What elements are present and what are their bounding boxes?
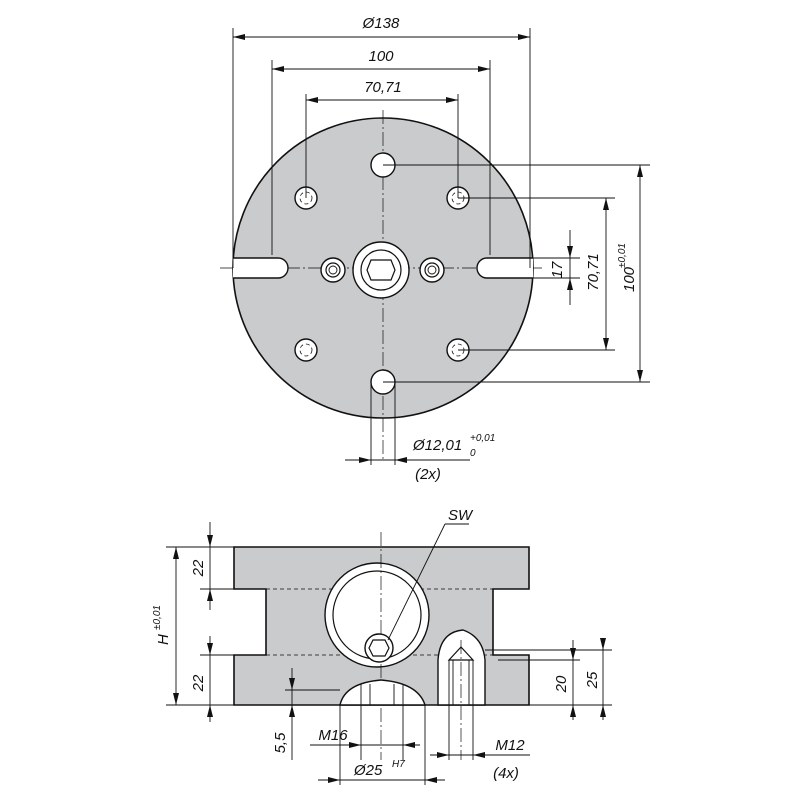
dim-top-step: 22 <box>190 522 213 610</box>
label-hole-depth: 25 <box>584 671 601 689</box>
label-top-step: 22 <box>190 559 207 577</box>
dim-vertical-pin-spacing: 100 ±0,01 <box>617 165 643 382</box>
dim-counterbore-depth: 5,5 <box>272 668 340 760</box>
top-view: Ø138 100 70,71 17 70,71 <box>220 15 650 483</box>
bottom-bore-section <box>339 679 426 706</box>
side-view: SW <box>152 507 612 785</box>
dim-slot-spacing: 100 <box>272 48 490 72</box>
dim-bottom-step: 22 <box>190 636 213 722</box>
side-view-extension-lines-left <box>166 546 234 706</box>
label-wrench-size: SW <box>448 507 474 524</box>
label-pin-hole-count: (2x) <box>415 466 441 483</box>
dim-pin-hole-diameter: Ø12,01 +0,01 0 (2x) <box>345 433 495 483</box>
center-bore <box>352 241 410 299</box>
corner-thread-section <box>437 629 486 760</box>
hex-socket <box>364 633 394 663</box>
label-counterbore-depth: 5,5 <box>272 732 289 754</box>
center-recess <box>324 562 430 668</box>
label-corner-thread: M12 <box>495 737 525 754</box>
dim-bore-diameter: Ø25 H7 <box>318 705 445 785</box>
dim-vertical-hole-spacing: 70,71 <box>585 198 609 350</box>
label-vertical-pin-tolerance: ±0,01 <box>617 243 628 268</box>
dim-height: H ±0,01 <box>152 547 179 705</box>
dim-corner-thread: M12 (4x) <box>430 705 530 782</box>
label-outer-diameter: Ø138 <box>362 15 400 32</box>
dim-outer-diameter: Ø138 <box>233 15 530 40</box>
screw-hole-right <box>419 257 445 283</box>
label-bottom-step: 22 <box>190 674 207 692</box>
top-view-extension-lines <box>232 28 650 465</box>
label-corner-thread-count: (4x) <box>493 765 519 782</box>
label-thread-depth: 20 <box>553 675 570 693</box>
label-pin-hole-tol-upper: +0,01 <box>470 433 495 444</box>
label-hole-spacing: 70,71 <box>364 79 402 96</box>
wrench-size-callout: SW <box>387 507 474 641</box>
dim-hole-spacing: 70,71 <box>306 79 458 103</box>
dim-center-thread: M16 <box>310 705 420 760</box>
label-bore-fit: H7 <box>392 759 405 770</box>
label-vertical-hole-spacing: 70,71 <box>585 253 602 291</box>
left-slot <box>233 257 289 279</box>
label-vertical-pin-spacing: 100 <box>621 266 638 292</box>
side-view-extension-lines-right <box>485 649 612 706</box>
right-slot <box>476 257 533 279</box>
label-height-tolerance: ±0,01 <box>152 605 163 630</box>
label-center-thread: M16 <box>318 727 348 744</box>
dim-hole-depth: 25 <box>584 638 606 720</box>
label-pin-hole-diameter: Ø12,01 <box>412 437 462 454</box>
label-bore-diameter: Ø25 <box>353 762 383 779</box>
threaded-hole-bottom-left <box>294 338 318 362</box>
label-height: H <box>155 634 172 645</box>
screw-hole-left <box>320 257 346 283</box>
dim-thread-depth: 20 <box>553 640 576 720</box>
label-pin-hole-tol-lower: 0 <box>470 448 476 459</box>
label-slot-spacing: 100 <box>368 48 394 65</box>
dim-slot-width: 17 <box>549 230 573 305</box>
label-slot-width: 17 <box>549 261 566 278</box>
